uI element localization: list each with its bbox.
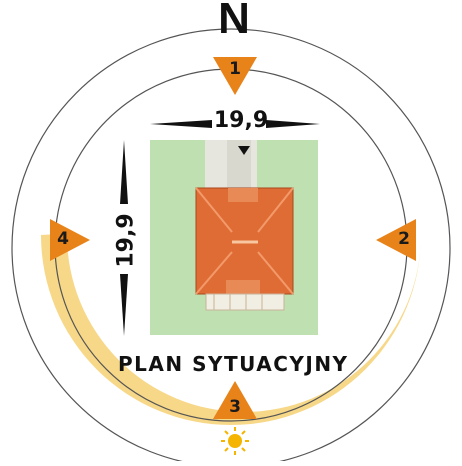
depth-dimension-label: 19,9 (113, 213, 139, 268)
terrace (205, 293, 285, 311)
plan-title: PLAN SYTUACYJNY (118, 352, 349, 376)
house-roof (195, 187, 294, 295)
marker-1-icon (213, 57, 257, 95)
entrance-arrow-icon (238, 146, 250, 155)
width-dimension-label: 19,9 (213, 108, 269, 133)
outer-ring (11, 28, 451, 466)
depth-dimension-line (120, 140, 128, 336)
marker-4-icon (50, 219, 90, 261)
sun-icon (221, 427, 249, 455)
marker-2-label: 2 (398, 229, 410, 249)
marker-3-label: 3 (229, 397, 241, 417)
marker-3-icon (213, 381, 257, 419)
sun-path-band (41, 234, 421, 425)
width-dimension-line (150, 120, 320, 128)
marker-4-label: 4 (57, 229, 69, 249)
marker-1-label: 1 (229, 59, 241, 79)
marker-2-icon (376, 219, 416, 261)
north-label: N (218, 0, 250, 43)
